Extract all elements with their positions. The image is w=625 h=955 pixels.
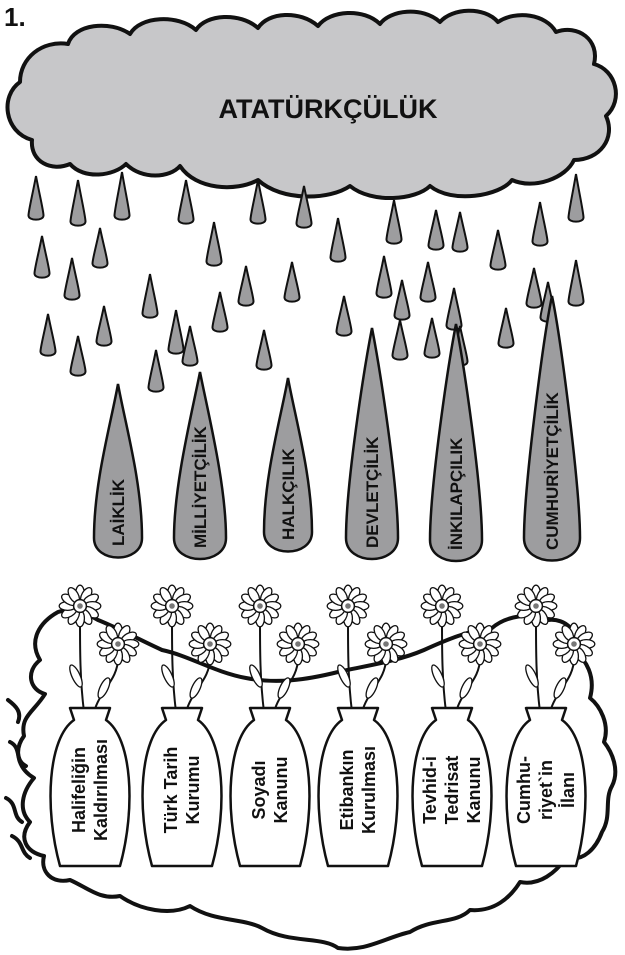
principle-label-2: MİLLİYETÇİLİK [191,425,210,548]
raindrop-10 [569,174,584,222]
vase-3 [231,708,310,866]
raindrop-28 [41,314,56,356]
vase-label-3-line-2: Kanunu [271,757,291,824]
vase-label-4-line-1: Etibankın [337,749,357,830]
daisy-flower-1 [59,585,101,627]
vase-label-2-line-2: Kurumu [183,756,203,825]
daisy-flower-10 [459,623,501,665]
leaf-6b [552,676,569,699]
small-raindrops [29,172,584,392]
raindrop-31 [169,310,184,354]
raindrop-16 [239,266,254,306]
vase-label-5-line-3: Kanunu [464,757,484,824]
cloud-title: ATATÜRKÇÜLÜK [219,94,438,124]
daisy-flower-5 [239,585,281,627]
raindrop-24 [491,230,506,270]
vase-label-2-line-1: Türk Tarih [161,747,181,834]
vase-label-5-line-2: Tedrisat [442,756,462,825]
principle-label-5: İNKILAPÇILIK [447,437,466,550]
leaf-2b [188,676,205,699]
raindrop-14 [143,274,158,318]
raindrop-1 [29,176,44,220]
daisy-flower-12 [553,623,595,665]
vase-label-6-line-3: İlanı [558,772,578,808]
vase-label-1-line-1: Halifeliğin [69,747,89,833]
raindrop-7 [387,200,402,244]
raindrop-39 [149,350,164,392]
raindrop-32 [213,292,228,332]
vase-4 [319,708,398,866]
principle-label-4: DEVLETÇİLİK [363,436,382,548]
vase-label-6-line-2: riyet`in [536,760,556,820]
principle-label-3: HALKÇILIK [279,448,298,540]
vase-label-5-line-1: Tevhid-i [420,756,440,824]
daisy-flower-3 [151,585,193,627]
daisy-flower-2 [97,623,139,665]
daisy-flower-9 [421,585,463,627]
raindrop-21 [421,262,436,302]
vase-label-3-line-1: Soyadı [249,760,269,819]
vase-label-1-line-2: Kaldırılması [91,739,111,841]
vase-label-6-line-1: Cumhu- [514,756,534,824]
raindrop-33 [183,326,198,366]
raindrop-34 [337,296,352,336]
raindrop-18 [331,218,346,262]
raindrop-20 [395,280,410,320]
leaf-5b [458,676,475,699]
raindrop-2 [71,180,86,226]
leaf-1b [96,676,113,699]
leaf-4b [364,676,381,699]
raindrop-12 [93,228,108,268]
flowers-group [59,585,595,712]
daisy-flower-7 [327,585,369,627]
raindrop-23 [447,288,462,330]
raindrop-3 [115,172,130,220]
daisy-flower-4 [189,623,231,665]
raindrop-26 [569,260,584,306]
raindrop-4 [179,180,194,224]
raindrop-13 [65,258,80,300]
raindrop-25 [527,268,542,308]
raindrop-36 [425,318,440,358]
vase-1 [51,708,130,866]
raindrop-19 [377,256,392,298]
raindrop-29 [97,306,112,346]
raindrop-40 [257,330,272,370]
raindrop-11 [35,236,50,278]
vase-2 [143,708,222,866]
principle-label-6: CUMHURİYETÇİLİK [543,392,562,550]
raindrop-35 [393,320,408,360]
principle-label-1: LAİKLİK [109,478,128,546]
raindrop-8 [429,210,444,250]
raindrop-15 [207,222,222,266]
raindrop-17 [285,262,300,302]
vase-label-4-line-2: Kurulması [359,746,379,834]
raindrop-30 [71,336,86,376]
daisy-flower-6 [277,623,319,665]
raindrop-22 [453,212,468,252]
raindrop-38 [499,308,514,348]
raindrop-9 [533,202,548,246]
